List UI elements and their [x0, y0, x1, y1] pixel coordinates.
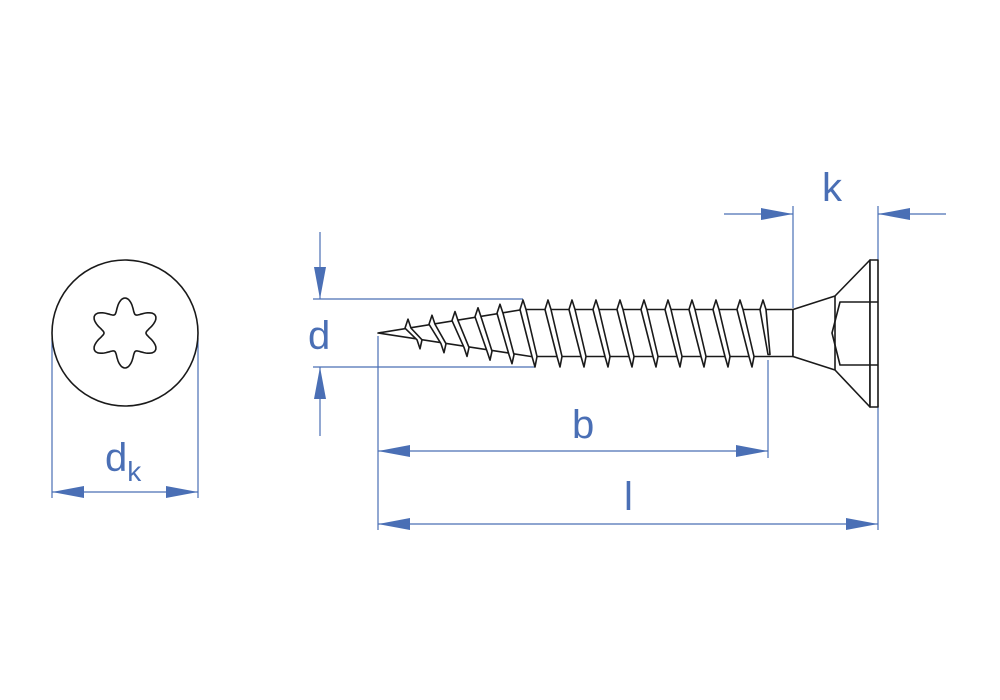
thread-diameter-label: d	[308, 314, 331, 358]
thread-turn	[592, 299, 611, 368]
thread-turn	[712, 299, 731, 368]
thread-turn	[428, 314, 447, 354]
thread-turn	[568, 299, 587, 368]
thread-turn	[451, 310, 470, 358]
l-arrow-left	[378, 518, 410, 530]
d-arrow-bottom	[314, 367, 326, 399]
torx-recess-section	[831, 301, 878, 366]
dk-arrow-left	[52, 486, 84, 498]
thread-turn	[404, 318, 423, 350]
thread-turn	[664, 299, 683, 368]
thread-turn	[496, 303, 515, 365]
dimension-arrows	[52, 208, 910, 530]
screw-side-view	[377, 259, 879, 408]
thread-turn	[736, 299, 755, 368]
head-diameter-label: dk	[105, 436, 142, 487]
head-top-face	[869, 259, 879, 408]
thread-turn	[640, 299, 659, 368]
k-arrow-right	[878, 208, 910, 220]
b-arrow-left	[378, 445, 410, 457]
thread-turn	[544, 299, 563, 368]
thread-turn	[759, 299, 771, 356]
thread-turn	[474, 306, 493, 361]
thread-turn	[616, 299, 635, 368]
dk-arrow-right	[166, 486, 198, 498]
dimension-lines	[51, 206, 946, 530]
k-arrow-left	[761, 208, 793, 220]
thread-turn	[688, 299, 707, 368]
total-length-label: l	[624, 475, 633, 519]
b-arrow-right	[736, 445, 768, 457]
thread-length-label: b	[572, 403, 595, 447]
torx-recess-icon	[93, 297, 157, 369]
thread-turn	[519, 299, 538, 368]
l-arrow-right	[846, 518, 878, 530]
screw-head-view	[51, 259, 199, 407]
head-height-label: k	[822, 166, 842, 210]
d-arrow-top	[314, 267, 326, 299]
